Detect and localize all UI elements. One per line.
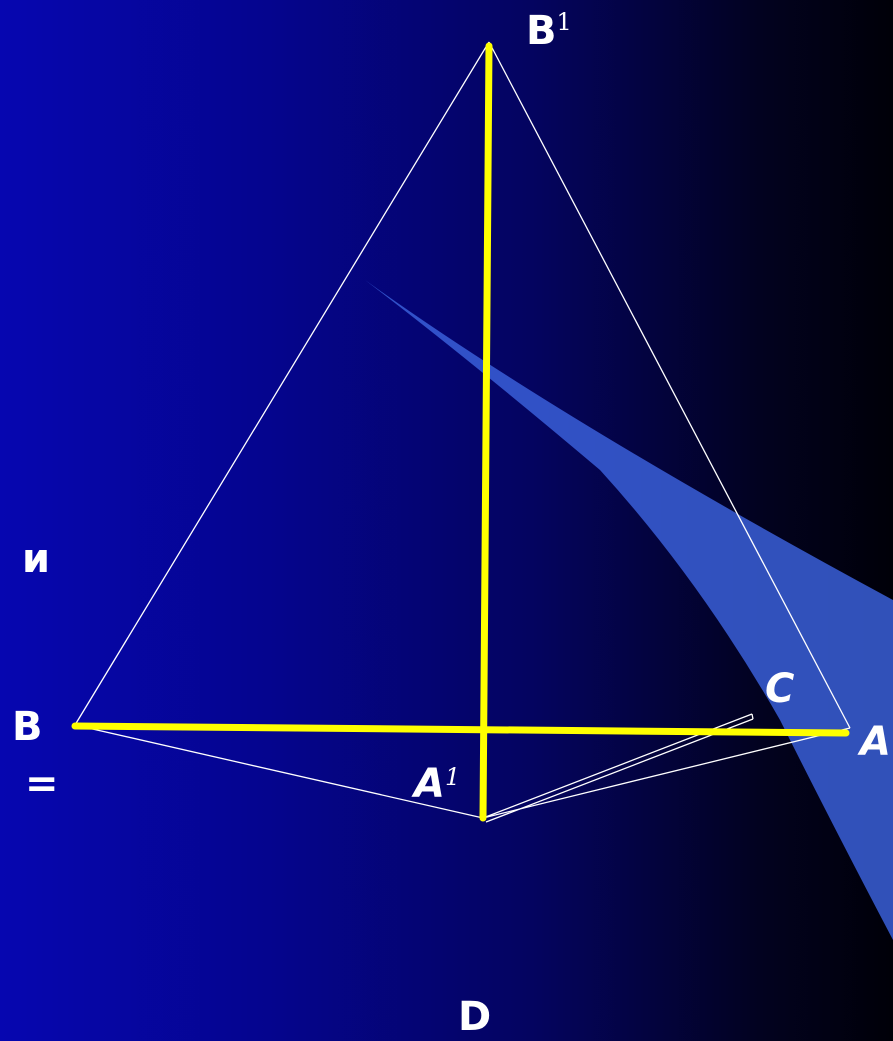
highlighted-segment-b1-a1 bbox=[479, 42, 493, 822]
label-a1: A1 bbox=[411, 761, 460, 807]
segment-b-a1 bbox=[74, 724, 484, 819]
label-d: D bbox=[458, 994, 491, 1040]
highlighted-segment-b-a bbox=[71, 722, 850, 737]
shadow-plane bbox=[365, 280, 893, 940]
edge-b1-a bbox=[488, 41, 851, 729]
segment-a1-a bbox=[482, 727, 851, 819]
label-b: B bbox=[12, 704, 43, 750]
segment-c-tick bbox=[751, 713, 754, 720]
side-text-equals: = bbox=[25, 761, 59, 807]
side-text-and: и bbox=[22, 536, 50, 582]
edge-b-b1 bbox=[74, 41, 490, 726]
label-b1: B1 bbox=[526, 8, 572, 54]
label-c: C bbox=[765, 666, 794, 712]
segment-a1-c-double bbox=[485, 718, 754, 823]
label-a: A bbox=[857, 719, 891, 765]
